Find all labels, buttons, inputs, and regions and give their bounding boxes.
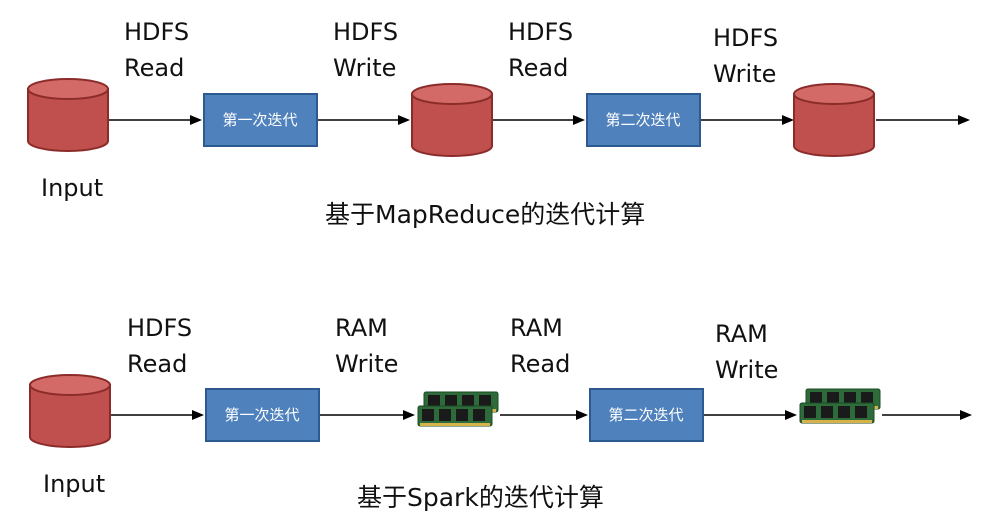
sp-input-label: Input: [43, 470, 105, 498]
sp-iteration-1-box: 第一次迭代: [205, 388, 320, 442]
sp-iteration-1-label: 第一次迭代: [224, 406, 299, 424]
sp-read1-line1: HDFS: [127, 314, 192, 342]
mr-iteration-1-label: 第一次迭代: [222, 111, 297, 129]
sp-read2-line2: Read: [510, 350, 570, 378]
sp-ram-2-icon: [799, 388, 881, 424]
mr-write2-line2: Write: [713, 60, 776, 88]
mr-read1-line2: Read: [124, 54, 184, 82]
sp-input-disk-icon: [29, 374, 111, 448]
mr-output-disk-icon: [793, 83, 875, 157]
spark-flow: 第一次迭代 第二次迭代 HDFS Read RAM Write RAM Read…: [29, 314, 972, 512]
sp-write2-line1: RAM: [715, 320, 768, 348]
sp-read2-line1: RAM: [510, 314, 563, 342]
sp-ram-1-icon: [417, 391, 499, 427]
sp-write2-line2: Write: [715, 356, 778, 384]
mr-iteration-1-box: 第一次迭代: [203, 93, 318, 147]
sp-iteration-2-label: 第二次迭代: [608, 406, 683, 424]
sp-read1-line2: Read: [127, 350, 187, 378]
mr-caption: 基于MapReduce的迭代计算: [325, 200, 645, 229]
mr-read1-line1: HDFS: [124, 18, 189, 46]
mapreduce-flow: 第一次迭代 第二次迭代 HDFS Read HDFS Write HDFS Re…: [27, 18, 970, 229]
mr-read2-line2: Read: [508, 54, 568, 82]
sp-write1-line1: RAM: [335, 314, 388, 342]
mr-read2-line1: HDFS: [508, 18, 573, 46]
mr-input-disk-icon: [27, 78, 109, 152]
mr-write1-line2: Write: [333, 54, 396, 82]
sp-iteration-2-box: 第二次迭代: [589, 388, 704, 442]
mr-write2-line1: HDFS: [713, 24, 778, 52]
sp-write1-line2: Write: [335, 350, 398, 378]
sp-caption: 基于Spark的迭代计算: [357, 483, 604, 512]
mr-input-label: Input: [41, 174, 103, 202]
mr-intermediate-disk-icon: [411, 83, 493, 157]
mr-iteration-2-box: 第二次迭代: [586, 93, 701, 147]
mr-iteration-2-label: 第二次迭代: [605, 111, 680, 129]
mr-write1-line1: HDFS: [333, 18, 398, 46]
